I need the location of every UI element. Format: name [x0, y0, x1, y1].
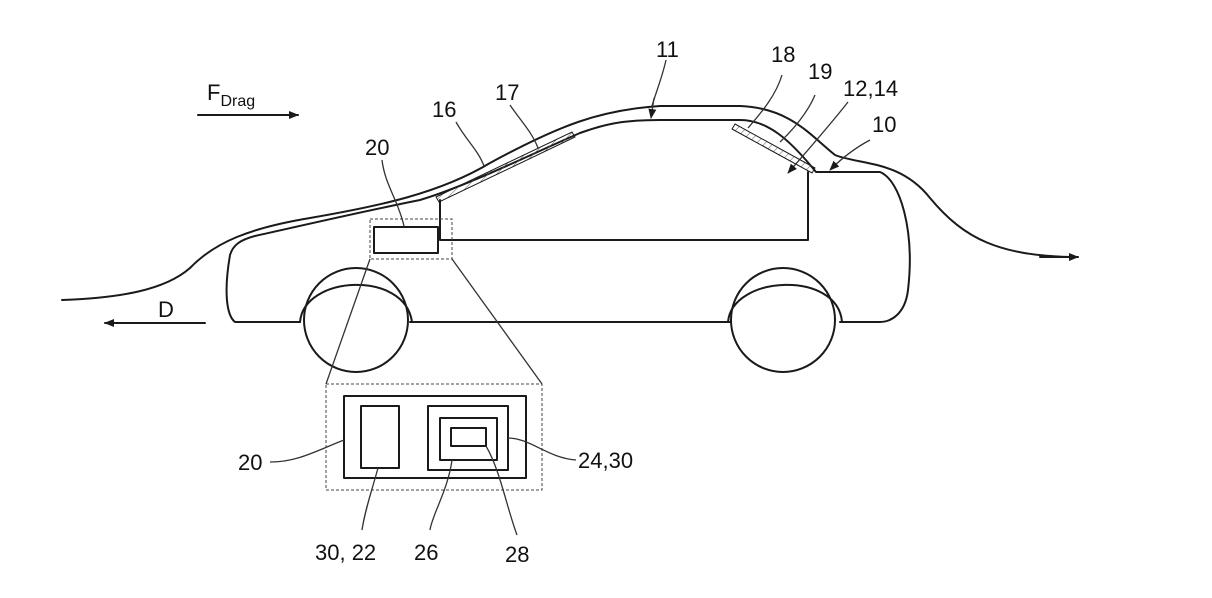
detail-control-unit [344, 396, 526, 478]
leader-19 [780, 95, 815, 142]
label-17: 17 [495, 80, 519, 105]
label-11: 11 [656, 37, 679, 62]
front-wheel-arch [300, 285, 412, 322]
zoom-line-left [326, 259, 370, 384]
label-24-30: 24,30 [578, 448, 633, 473]
label-18: 18 [771, 42, 795, 67]
detail-component-left [361, 406, 399, 468]
front-wheel [304, 268, 408, 372]
label-20-detail: 20 [238, 450, 262, 475]
windshield-layer [436, 132, 575, 202]
label-12-14: 12,14 [843, 76, 898, 101]
label-30-22: 30, 22 [315, 540, 376, 565]
label-20-car: 20 [365, 135, 389, 160]
label-16: 16 [432, 97, 456, 122]
drag-force-label: FDrag [207, 80, 255, 110]
label-26: 26 [414, 540, 438, 565]
detail-frame [326, 384, 542, 490]
leader-24-30 [508, 438, 576, 460]
rear-wheel [731, 268, 835, 372]
leader-16 [456, 122, 484, 166]
detail-component-inner [451, 428, 486, 446]
label-19: 19 [808, 59, 832, 84]
detail-module-mid [440, 418, 497, 460]
leader-20-detail [270, 440, 344, 462]
cabin-outline [440, 172, 808, 240]
label-10: 10 [872, 112, 896, 137]
label-28: 28 [505, 542, 529, 567]
control-unit [374, 227, 438, 253]
leader-11-arrow [651, 98, 654, 118]
leader-18 [748, 75, 782, 128]
leader-20-car [382, 160, 404, 226]
direction-label: D [158, 297, 174, 322]
